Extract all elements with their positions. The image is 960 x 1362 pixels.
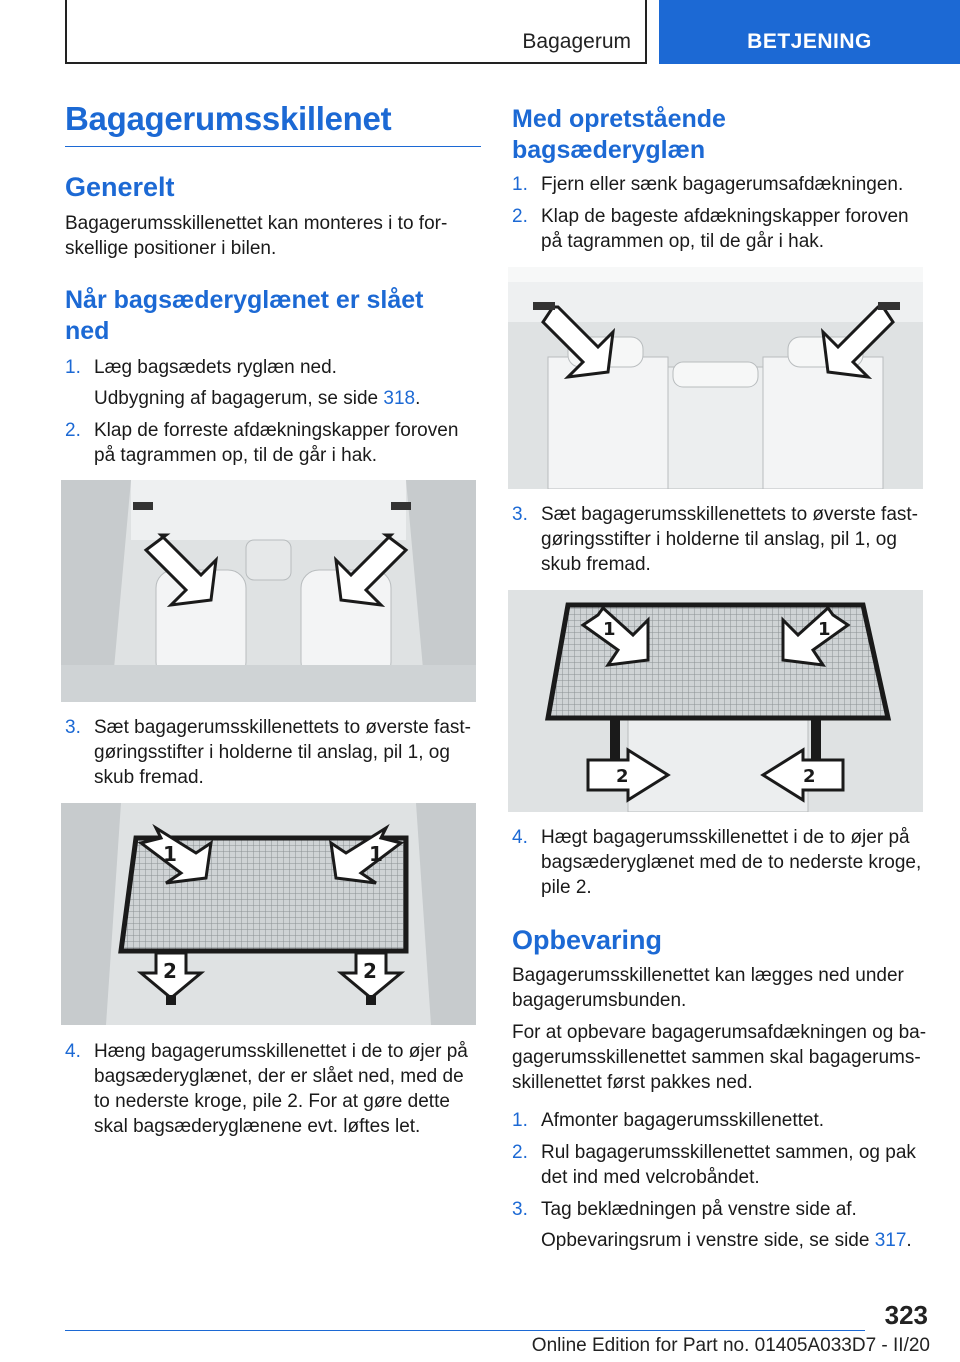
step-number: 1. — [512, 1110, 528, 1131]
footer-edition: Online Edition for Part no. 01405A033D7 … — [531, 1335, 930, 1356]
page-link-318[interactable]: 318 — [383, 388, 416, 409]
arrow-label-1-right: 1 — [818, 619, 831, 640]
right-step-4: 4. Hægt bagagerumsskillenettet i de to ø… — [512, 825, 927, 905]
page-title: Bagagerumsskillenet — [65, 100, 392, 137]
step-number: 2. — [65, 420, 81, 441]
generelt-text: Bagagerumsskillenettet kan monteres i to… — [65, 213, 448, 259]
step-number: 2. — [512, 1142, 528, 1163]
step-number: 1. — [512, 174, 528, 195]
footer-divider — [65, 1330, 865, 1331]
figure-roof-hooks-front — [61, 480, 476, 702]
fold-down-heading: Når bagsæderyglænet er slået ned — [65, 286, 424, 345]
arrow-label-2-left: 2 — [163, 959, 177, 983]
step-number: 4. — [512, 827, 528, 848]
left-step-4: 4. Hæng bagagerumsskillenettet i de to ø… — [65, 1039, 480, 1149]
step-text: Fjern eller sænk bagagerumsafdækningen. — [541, 174, 904, 195]
step-number: 4. — [65, 1041, 81, 1062]
generelt-heading: Generelt — [65, 172, 175, 202]
step-text: Tag beklædningen på venstre side af. — [541, 1199, 857, 1220]
figure-roof-hooks-rear — [508, 267, 923, 489]
step-text: Klap de forreste afdækningskapper forove… — [94, 420, 459, 466]
page-number: 323 — [884, 1300, 928, 1330]
step-number: 3. — [65, 717, 81, 738]
step-text: Rul bagagerumsskillenettet sammen, og pa… — [541, 1142, 916, 1188]
step-text: Læg bagsædets ryglæn ned. — [94, 357, 337, 378]
arrow-label-1-left: 1 — [603, 619, 616, 640]
arrow-label-2-right: 2 — [363, 959, 377, 983]
step-subtext: Opbevaringsrum i venstre side, se side 3… — [541, 1230, 912, 1251]
header-section-box: Bagagerum — [65, 0, 647, 64]
right-step-3: 3. Sæt bagagerumsskillenettets to øverst… — [512, 502, 927, 582]
header-chapter-tab: BETJENING — [659, 0, 960, 64]
step-number: 3. — [512, 504, 528, 525]
page-link-317[interactable]: 317 — [874, 1230, 907, 1251]
step-text: Sæt bagagerumsskillenettets to øverste f… — [541, 504, 918, 575]
opbevaring-heading: Opbevaring — [512, 925, 663, 955]
figure-net-installed-upright: 1 1 2 2 — [508, 590, 923, 812]
storage-step-2: 2. Rul bagagerumsskillenettet sammen, og… — [512, 1140, 927, 1195]
upright-heading: Med opretstående bagsæderyglæn — [512, 105, 726, 164]
right-step-2: 2. Klap de bageste afdækningskapper foro… — [512, 204, 927, 259]
left-step-1: 1. Læg bagsædets ryglæn ned. Udbygning a… — [65, 355, 480, 410]
opbevaring-paragraph-2: For at opbevare bagagerumsafdækningen og… — [512, 1022, 927, 1093]
arrow-label-2-left: 2 — [616, 766, 629, 787]
step-number: 1. — [65, 357, 81, 378]
opbevaring-paragraph-1: Bagagerumsskillenettet kan lægges ned un… — [512, 965, 904, 1011]
step-text: Afmonter bagagerumsskillenettet. — [541, 1110, 825, 1131]
storage-step-1: 1. Afmonter bagagerumsskillenettet. — [512, 1108, 927, 1136]
step-number: 2. — [512, 206, 528, 227]
step-text: Hægt bagagerumsskillenettet i de to øjer… — [541, 827, 922, 898]
header-chapter-title: BETJENING — [747, 30, 872, 53]
figure-net-installed-folded: 1 1 2 2 — [61, 803, 476, 1025]
arrow-label-1-left: 1 — [163, 842, 177, 866]
storage-step-3: 3. Tag beklædningen på venstre side af. … — [512, 1197, 927, 1257]
step-subtext: Udbygning af bagagerum, se side 318. — [94, 388, 421, 409]
left-step-2: 2. Klap de forreste afdækningskapper for… — [65, 418, 480, 473]
right-step-1: 1. Fjern eller sænk bagagerumsafdækninge… — [512, 172, 927, 200]
step-number: 3. — [512, 1199, 528, 1220]
arrow-label-2-right: 2 — [803, 766, 816, 787]
header-section-title: Bagagerum — [522, 30, 631, 53]
title-divider — [65, 146, 481, 147]
arrow-label-1-right: 1 — [369, 842, 383, 866]
step-text: Hæng bagagerumsskillenettet i de to øjer… — [94, 1041, 468, 1137]
left-step-3: 3. Sæt bagagerumsskillenettets to øverst… — [65, 715, 480, 795]
step-text: Klap de bageste afdækningskapper foroven… — [541, 206, 909, 252]
step-text: Sæt bagagerumsskillenettets to øverste f… — [94, 717, 471, 788]
